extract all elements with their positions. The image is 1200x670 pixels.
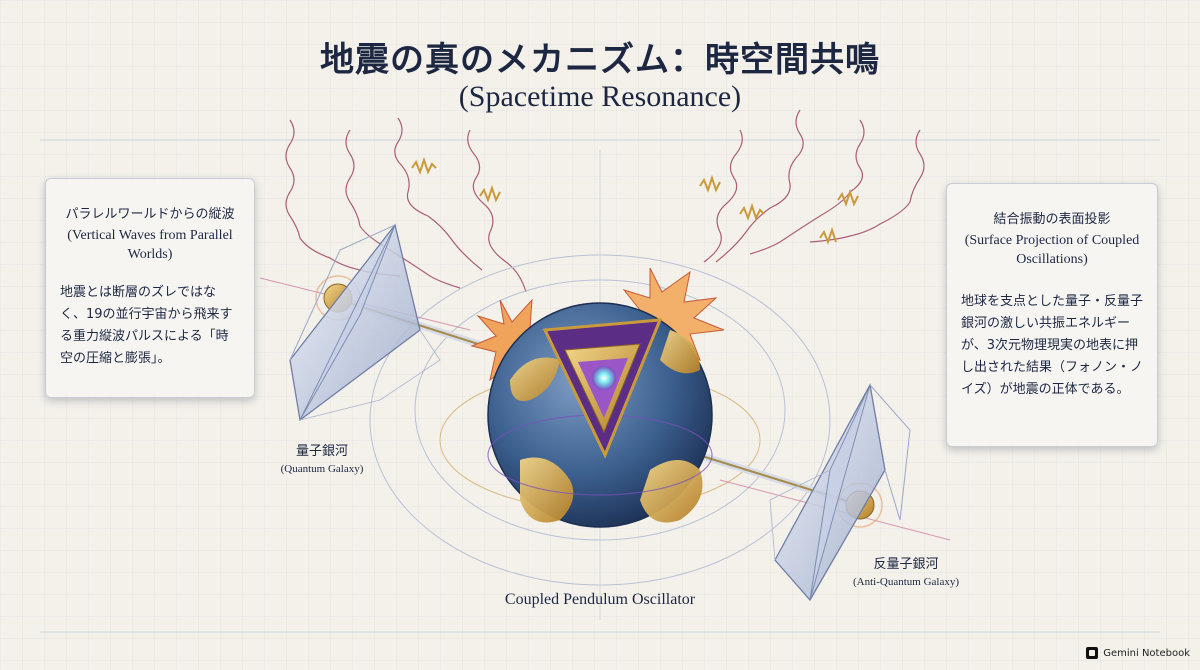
earth-globe — [487, 302, 713, 528]
wave-pulses — [411, 156, 859, 245]
right-panel-heading: 結合振動の表面投影 — [993, 212, 1111, 227]
gemini-notebook-badge: Gemini Notebook — [1086, 644, 1190, 662]
page-title: 地震の真のメカニズム：時空間共鳴 — [320, 40, 880, 80]
left-panel-heading: パラレルワールドからの縦波 — [65, 207, 235, 222]
right-panel-heading-en: (Surface Projection of Coupled Oscillati… — [964, 233, 1140, 267]
quantum-galaxy-crystal — [289, 223, 441, 422]
anti-quantum-galaxy-label: 反量子銀河 (Anti-Quantum Galaxy) — [836, 553, 976, 588]
quantum-galaxy-label: 量子銀河 (Quantum Galaxy) — [262, 440, 382, 475]
anti-quantum-galaxy-label-jp: 反量子銀河 — [873, 557, 939, 572]
notebook-icon — [1086, 647, 1099, 659]
anti-quantum-galaxy-label-en: (Anti-Quantum Galaxy) — [853, 576, 959, 588]
left-info-panel: パラレルワールドからの縦波 (Vertical Waves from Paral… — [45, 178, 255, 398]
right-panel-body: 地球を支点とした量子・反量子銀河の激しい共振エネルギーが、3次元物理現実の地表に… — [961, 294, 1144, 397]
left-panel-body: 地震とは断層のズレではなく、19の並行宇宙から飛来する重力縦波パルスによる「時空… — [60, 285, 233, 366]
diagram-caption: Coupled Pendulum Oscillator — [504, 591, 696, 608]
anti-quantum-galaxy-crystal — [769, 383, 911, 602]
left-panel-heading-en: (Vertical Waves from Parallel Worlds) — [67, 228, 233, 262]
quantum-galaxy-label-jp: 量子銀河 — [295, 444, 348, 459]
right-info-panel: 結合振動の表面投影 (Surface Projection of Coupled… — [946, 183, 1158, 447]
badge-text: Gemini Notebook — [1103, 647, 1190, 659]
quantum-galaxy-label-en: (Quantum Galaxy) — [280, 463, 364, 475]
page-subtitle: (Spacetime Resonance) — [458, 80, 742, 113]
